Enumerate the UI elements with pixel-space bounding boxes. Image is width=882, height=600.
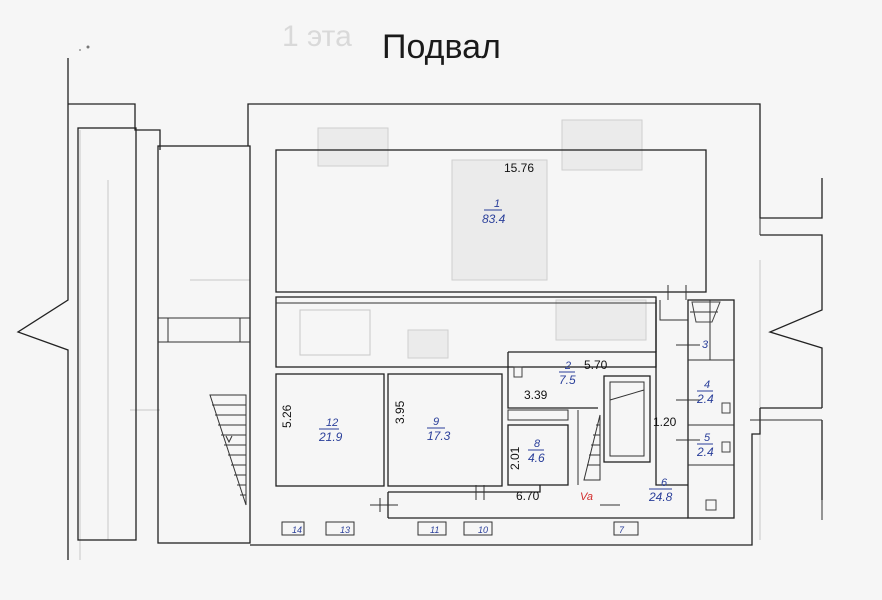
stair-icon: [209, 394, 247, 506]
room-12-outline: [275, 373, 385, 487]
room-12-label: 12 21.9: [318, 417, 343, 444]
svg-text:17.3: 17.3: [427, 429, 451, 443]
dimension-label: 3.95: [393, 400, 407, 424]
ghost-title: 1 эта: [282, 20, 352, 53]
dimension-label: 6.70: [516, 489, 540, 503]
dimension-label: 15.76: [504, 161, 534, 175]
entrance-marker: Va: [580, 491, 593, 503]
svg-text:10: 10: [478, 525, 488, 535]
svg-text:83.4: 83.4: [482, 212, 506, 226]
room-labels: 1 83.4 2 7.5 3 4 2.4 5 2.4 6 24.8 8: [318, 198, 714, 504]
svg-text:7: 7: [619, 525, 625, 535]
room-1: [275, 149, 707, 293]
room-1-label: 1 83.4: [482, 198, 506, 226]
svg-text:8: 8: [534, 438, 541, 450]
dimension-label: 1.20: [653, 415, 677, 429]
room-8-outline: [507, 424, 569, 486]
svg-text:14: 14: [292, 525, 302, 535]
svg-text:12: 12: [326, 417, 338, 429]
svg-text:2: 2: [564, 360, 571, 372]
windows: 14 13 11 10 7: [281, 521, 639, 536]
dimension-label: 5.70: [584, 358, 608, 372]
lower-rooms: [275, 299, 735, 519]
svg-text:2.4: 2.4: [696, 392, 714, 406]
svg-text:3: 3: [702, 339, 709, 351]
room-2-label: 2 7.5: [559, 360, 576, 387]
svg-text:6: 6: [661, 477, 668, 489]
svg-text:4: 4: [704, 379, 710, 391]
corridor: [370, 344, 700, 519]
svg-text:1: 1: [494, 198, 500, 210]
svg-text:13: 13: [340, 525, 350, 535]
stair-icon-right: [583, 375, 651, 481]
room-9-label: 9 17.3: [427, 416, 451, 443]
sink-icon: [691, 301, 721, 323]
scan-speck: [86, 45, 90, 49]
left-wing: [16, 58, 251, 560]
svg-text:5: 5: [704, 432, 711, 444]
room-5-label: 5 2.4: [696, 432, 714, 459]
svg-text:21.9: 21.9: [318, 430, 343, 444]
right-service-block: [687, 299, 735, 519]
window-7: 7: [613, 521, 639, 536]
outer-walls: [247, 103, 823, 546]
toilet-icon: [513, 366, 731, 511]
svg-text:2.4: 2.4: [696, 445, 714, 459]
window-14: 14: [281, 521, 305, 536]
window-11: 11: [417, 521, 447, 536]
room-3-label: 3: [702, 339, 709, 351]
dimensions: 15.76 5.70 3.39 5.26 3.95 2.01 6.70 1.20: [280, 161, 677, 503]
room-4-label: 4 2.4: [696, 379, 714, 406]
dimension-label: 2.01: [508, 446, 522, 470]
svg-text:7.5: 7.5: [559, 373, 576, 387]
svg-text:11: 11: [430, 525, 439, 535]
room-9-outline: [387, 373, 503, 487]
svg-text:4.6: 4.6: [528, 451, 545, 465]
dimension-label: 5.26: [280, 404, 294, 428]
window-10: 10: [463, 521, 493, 536]
room-6-label: 6 24.8: [648, 477, 673, 504]
scan-speck: [79, 49, 81, 51]
plan-title: Подвал: [382, 28, 501, 66]
window-13: 13: [325, 521, 355, 536]
background-ghost: 1 эта: [79, 20, 761, 560]
room-8-label: 8 4.6: [528, 438, 545, 465]
svg-text:24.8: 24.8: [648, 490, 673, 504]
dimension-label: 3.39: [524, 388, 548, 402]
svg-text:9: 9: [433, 416, 439, 428]
